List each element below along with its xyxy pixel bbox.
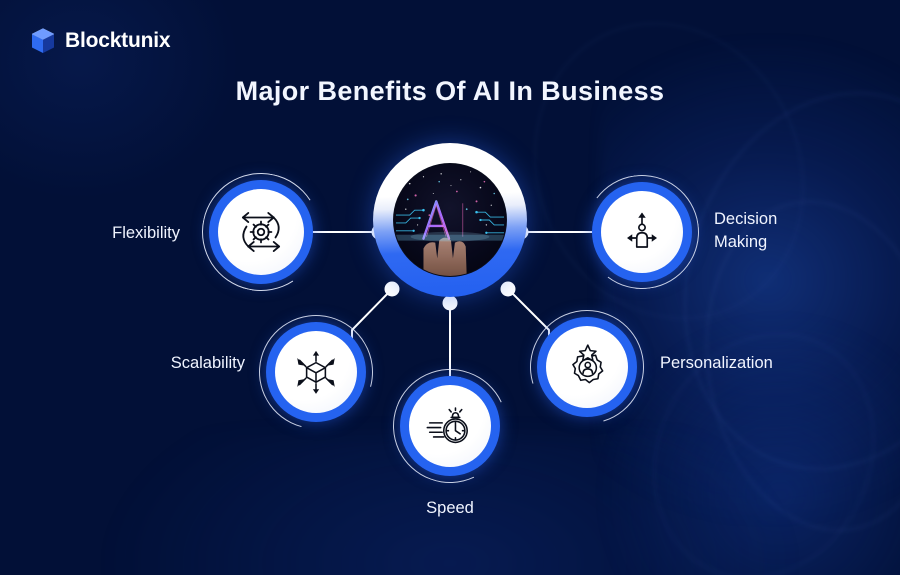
ai-neon-image (394, 164, 506, 276)
page-title: Major Benefits Of AI In Business (235, 76, 665, 106)
node-speed-inner (409, 385, 491, 467)
connector-dot-personalization (500, 281, 516, 297)
cube-expand-arrows-icon (297, 350, 335, 394)
node-flexibility[interactable] (191, 162, 331, 302)
brand-logo[interactable]: Blocktunix (30, 27, 171, 55)
hub-image-container (393, 163, 507, 277)
node-personalization-inner (546, 326, 628, 408)
node-scalability[interactable] (238, 294, 394, 450)
label-decision-making: Decision Making (714, 210, 778, 252)
center-hub[interactable] (373, 143, 527, 297)
node-flexibility-inner (218, 189, 304, 275)
label-flexibility: Flexibility (112, 224, 180, 242)
gear-cycle-arrows-icon (241, 212, 281, 252)
connector-speed (449, 302, 461, 379)
node-speed[interactable] (376, 352, 524, 500)
brand-name: Blocktunix (65, 29, 171, 52)
node-decision-making[interactable] (577, 167, 707, 297)
label-personalization: Personalization (660, 354, 773, 372)
connector-dot-scalability (384, 281, 400, 297)
connector-dot-speed (442, 295, 458, 311)
stopwatch-motion-icon (426, 407, 468, 444)
node-decision-making-inner (601, 191, 683, 273)
node-scalability-inner (275, 331, 357, 413)
label-speed: Speed (426, 499, 474, 517)
gear-person-star-icon (572, 344, 604, 384)
cube-icon (31, 28, 55, 53)
person-three-arrows-icon (627, 212, 657, 248)
label-scalability: Scalability (170, 354, 245, 372)
node-personalization[interactable] (509, 289, 665, 445)
